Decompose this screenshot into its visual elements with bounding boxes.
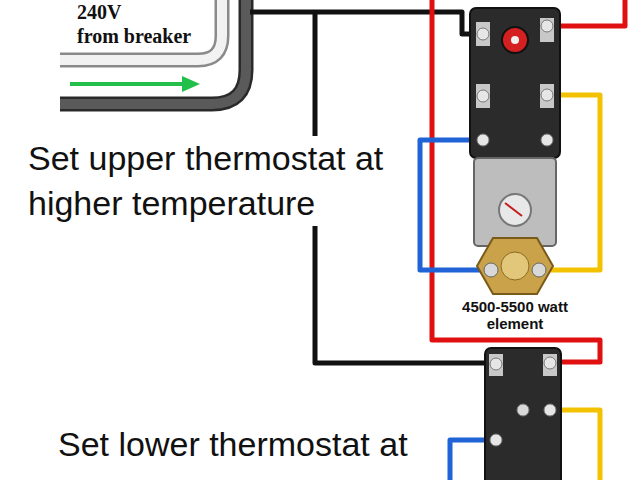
element-flange: [462, 234, 568, 298]
upper-thermostat: [470, 8, 560, 246]
red-wire: [550, 0, 625, 26]
instruction-note: Set upper thermostat at higher temperatu…: [26, 136, 410, 226]
cable: [60, 0, 222, 60]
source-label: from breaker: [75, 24, 193, 48]
green-arrow: [70, 76, 200, 92]
lower-thermostat: [485, 348, 561, 480]
red-wire: [432, 0, 600, 362]
heating-element: 4500-5500 watt element: [462, 234, 568, 334]
cable: [60, 0, 246, 104]
cable: [60, 0, 246, 104]
cable: [60, 0, 222, 60]
voltage-label: 240V: [75, 0, 123, 24]
black-wire: [250, 12, 482, 34]
element-label: 4500-5500 watt element: [462, 298, 568, 332]
instruction-note: Set lower thermostat at: [56, 422, 444, 467]
